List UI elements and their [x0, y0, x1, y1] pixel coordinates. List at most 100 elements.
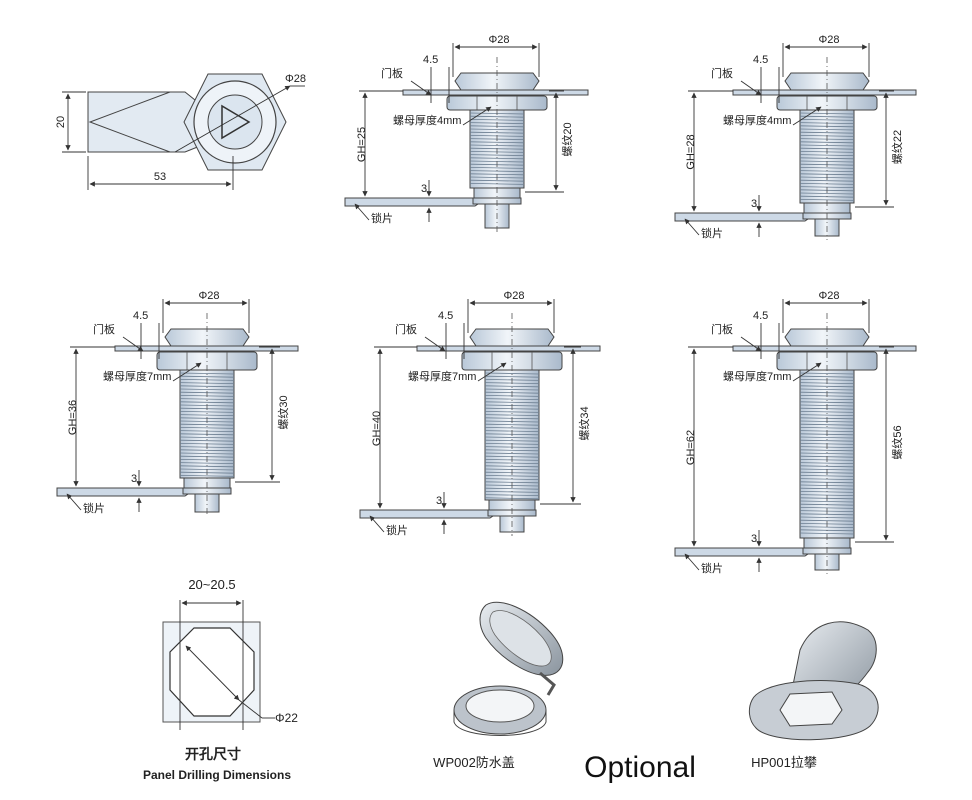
- thread-line: [484, 475, 540, 477]
- thread-line: [484, 398, 540, 400]
- thread-line: [799, 519, 855, 522]
- grip-height-label: GH=36: [67, 400, 79, 435]
- thread-line: [484, 388, 540, 391]
- offset-dimension: 4.5: [438, 310, 453, 322]
- leader-line: [66, 493, 82, 511]
- top-view-diameter: Φ28: [285, 73, 306, 85]
- hp001-label: HP001拉攀: [751, 755, 817, 770]
- thread-line: [799, 475, 855, 477]
- thread-line: [469, 131, 525, 134]
- nut-thickness-label: 螺母厚度7mm: [723, 369, 791, 383]
- thread-line: [799, 500, 855, 503]
- thread-line: [484, 439, 540, 442]
- thread-line: [799, 478, 855, 480]
- top-view-height: 20: [55, 116, 67, 128]
- thread-line: [799, 154, 855, 156]
- thread-line: [469, 119, 525, 121]
- thread-line: [799, 439, 855, 442]
- thread-line: [179, 439, 235, 442]
- door-panel-label: 门板: [711, 322, 733, 336]
- nut-thickness-label: 螺母厚度7mm: [408, 369, 476, 383]
- drilling-diameter: Φ22: [275, 711, 298, 725]
- leader-line: [792, 362, 822, 382]
- thread-line: [179, 398, 235, 400]
- thread-line: [179, 427, 235, 429]
- flange-diameter: Φ28: [198, 290, 219, 302]
- cam-plate: [674, 212, 819, 222]
- cover-ring-side: [453, 710, 547, 736]
- drilling-title-en: Panel Drilling Dimensions: [143, 768, 291, 782]
- thread-line: [469, 144, 525, 147]
- wp002-cover-illustration: WP002防水盖: [433, 601, 564, 770]
- thread-line: [799, 411, 855, 413]
- thread-line: [799, 465, 855, 468]
- hp001-handle-illustration: HP001拉攀: [748, 621, 879, 770]
- lock-flange: [454, 72, 540, 91]
- thread-line: [799, 423, 855, 426]
- thread-line: [799, 487, 855, 490]
- flange-diameter: Φ28: [503, 290, 524, 302]
- drilling-title-cn: 开孔尺寸: [185, 746, 241, 762]
- thread-line: [799, 385, 855, 388]
- leader-line: [424, 336, 446, 352]
- wp002-label: WP002防水盖: [433, 755, 515, 770]
- leader-line: [477, 362, 507, 382]
- cam-plate: [359, 509, 504, 519]
- thread-line: [799, 157, 855, 160]
- thread-line: [799, 507, 855, 509]
- thread-line: [484, 423, 540, 426]
- thread-line: [179, 436, 235, 439]
- thread-line: [484, 427, 540, 429]
- cam-label: 锁片: [701, 561, 723, 575]
- thread-line: [179, 411, 235, 413]
- leader-line: [369, 515, 385, 533]
- triangle-key-icon: [221, 104, 251, 140]
- cover-ring-hole: [465, 689, 535, 723]
- cam-body: [87, 91, 201, 153]
- thread-length-label: 螺纹30: [276, 395, 290, 429]
- thread-line: [799, 436, 855, 439]
- thread-line: [799, 170, 855, 172]
- thread-line: [179, 385, 235, 388]
- leader-line: [172, 362, 202, 382]
- thread-line: [484, 375, 540, 378]
- thread-line: [799, 115, 855, 118]
- thread-line: [799, 375, 855, 378]
- cover-hinge: [539, 671, 556, 696]
- thread-line: [469, 128, 525, 131]
- thread-line: [179, 414, 235, 416]
- offset-dimension: 4.5: [753, 54, 768, 66]
- thread-line: [484, 465, 540, 468]
- thread-line: [484, 436, 540, 439]
- panel-drilling-diagram: 20~20.5 Φ22 开孔尺寸 Panel Drilling Dimensio…: [143, 577, 298, 782]
- thread-line: [484, 478, 540, 480]
- thread-line: [799, 452, 855, 455]
- thread-line: [799, 401, 855, 404]
- lock-flange: [164, 328, 250, 347]
- thread-line: [484, 372, 540, 375]
- cam-thickness: 3: [751, 198, 757, 210]
- thread-line: [469, 115, 525, 118]
- leader-line: [410, 80, 432, 96]
- thread-line: [799, 532, 855, 535]
- thread-line: [179, 452, 235, 455]
- door-panel-label: 门板: [93, 322, 115, 336]
- thread-line: [469, 170, 525, 172]
- grip-height-label: GH=62: [685, 430, 697, 465]
- cam-label: 锁片: [83, 501, 105, 515]
- thread-line: [799, 141, 855, 144]
- thread-line: [799, 462, 855, 464]
- optional-label: Optional: [584, 751, 696, 784]
- top-view-width: 53: [154, 171, 166, 183]
- thread-line: [799, 199, 855, 201]
- thread-line: [799, 192, 855, 195]
- leader-line: [354, 203, 370, 221]
- door-panel-label: 门板: [395, 322, 417, 336]
- thread-line: [484, 487, 540, 490]
- thread-line: [484, 385, 540, 388]
- thread-line: [179, 372, 235, 375]
- thread-length-label: 螺纹20: [560, 122, 574, 156]
- lock-core: [207, 94, 263, 150]
